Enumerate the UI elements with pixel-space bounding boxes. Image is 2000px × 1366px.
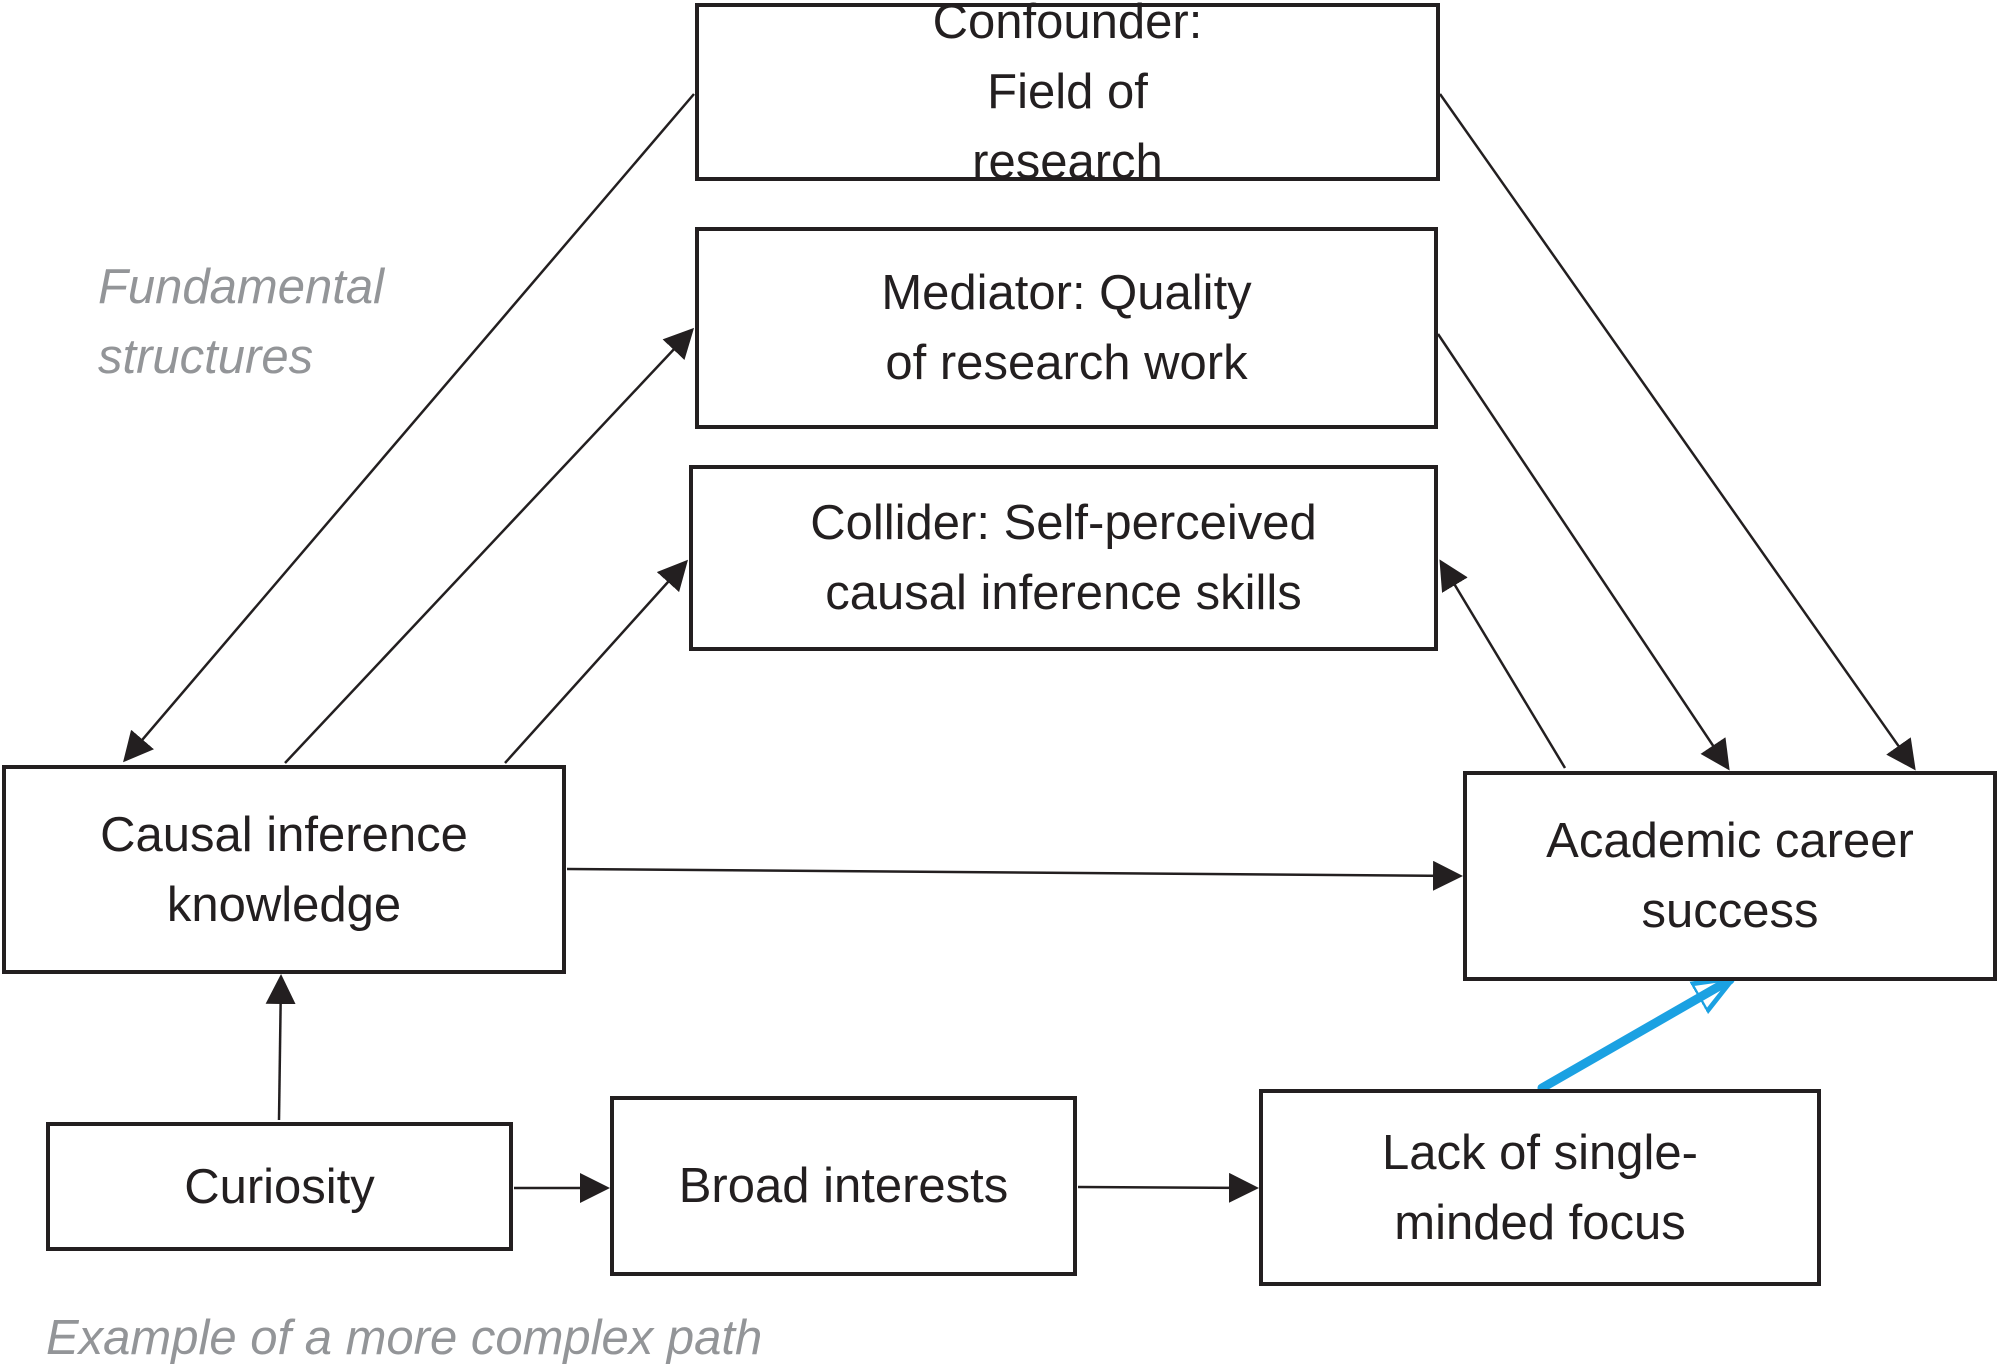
node-confounder: Confounder: Field of research: [695, 0, 1440, 189]
edge-confounder-academic: [1438, 93, 1916, 771]
edge-academic-collider: [1439, 559, 1567, 769]
label-fundamental-structures: Fundamental structures: [98, 260, 385, 384]
node-mediator: Mediator: Quality of research work: [695, 227, 1438, 429]
edge-broad-lack: [1077, 1172, 1259, 1203]
node-curiosity: Curiosity: [46, 1122, 513, 1251]
node-causal-inference-knowledge: Causal inference knowledge: [2, 765, 566, 974]
edge-causal-mediator: [284, 327, 695, 764]
node-broad-interests: Broad interests: [610, 1096, 1077, 1276]
label-complex-path-example: Example of a more complex path: [46, 1311, 763, 1365]
node-collider: Collider: Self-perceived causal inferenc…: [689, 465, 1438, 651]
edge-causal-academic: [566, 860, 1463, 891]
node-academic-career-success: Academic career success: [1463, 771, 1997, 981]
edge-lack-academic-handdrawn: [1537, 980, 1730, 1093]
edge-confounder-causal: [123, 93, 695, 763]
node-lack-of-focus: Lack of single-minded focus: [1259, 1089, 1821, 1286]
edge-mediator-academic: [1436, 333, 1730, 771]
edge-curiosity-causal: [265, 974, 296, 1121]
edge-causal-collider: [504, 559, 689, 764]
